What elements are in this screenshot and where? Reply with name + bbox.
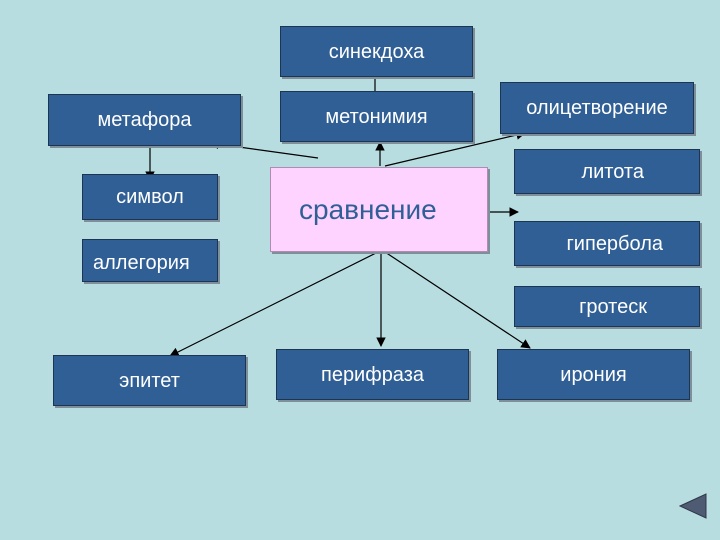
node-giperbola: гипербола	[514, 221, 700, 266]
back-triangle-icon[interactable]	[678, 492, 708, 520]
node-sravnenie: сравнение	[270, 167, 488, 252]
arrow-to-olitsetvorenie	[384, 130, 526, 167]
node-metonimiya: метонимия	[280, 91, 473, 142]
node-epitet: эпитет	[53, 355, 246, 406]
node-metafora: метафора	[48, 94, 241, 146]
node-sinekdokha: синекдоха	[280, 26, 473, 77]
arrow-to-ironiya	[384, 251, 531, 349]
node-grotesk: гротеск	[514, 286, 700, 327]
arrow-to-epitet	[169, 251, 379, 357]
node-allegoriya: аллегория	[82, 239, 218, 282]
node-olitsetvorenie: олицетворение	[500, 82, 694, 134]
node-ironiya: ирония	[497, 349, 690, 400]
node-litota: литота	[514, 149, 700, 194]
node-perifraza: перифраза	[276, 349, 469, 400]
node-simvol: символ	[82, 174, 218, 220]
